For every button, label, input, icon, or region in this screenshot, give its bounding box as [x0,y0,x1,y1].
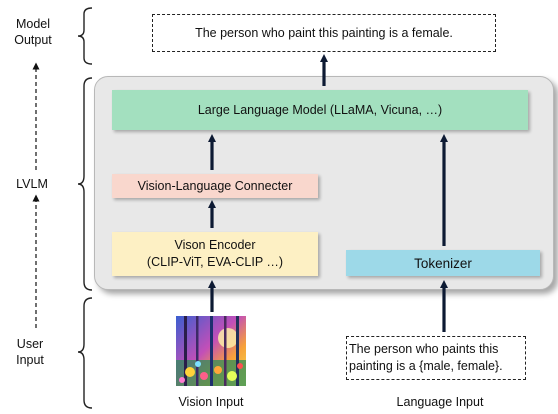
vision-language-connecter-box: Vision-Language Connecter [112,174,318,198]
brace-model-output [77,7,93,65]
language-input-label: Language Input [396,395,484,409]
tokenizer-label: Tokenizer [414,255,472,271]
language-prompt-text: The person who paints this painting is a… [349,342,503,373]
vision-input-label: Vision Input [178,395,244,409]
vision-encoder-box: Vison Encoder (CLIP-ViT, EVA-CLIP …) [112,232,318,276]
connecter-label: Vision-Language Connecter [137,178,293,193]
stage-label-lvlm: LVLM [16,177,48,191]
llm-label: Large Language Model (LLaMA, Vicuna, …) [197,102,443,117]
brace-user-input [77,297,93,409]
tokenizer-box: Tokenizer [346,250,540,276]
language-prompt-box: The person who paints this painting is a… [346,336,526,380]
llm-box: Large Language Model (LLaMA, Vicuna, …) [112,90,528,130]
stage-label-model-output: Model Output [14,17,52,47]
model-output-text: The person who paint this painting is a … [195,25,453,40]
model-output-box: The person who paint this painting is a … [152,14,496,52]
painting-image [176,316,246,386]
brace-lvlm [77,77,93,291]
encoder-label: Vison Encoder (CLIP-ViT, EVA-CLIP …) [146,238,284,269]
stage-label-user-input: User Input [16,337,44,367]
